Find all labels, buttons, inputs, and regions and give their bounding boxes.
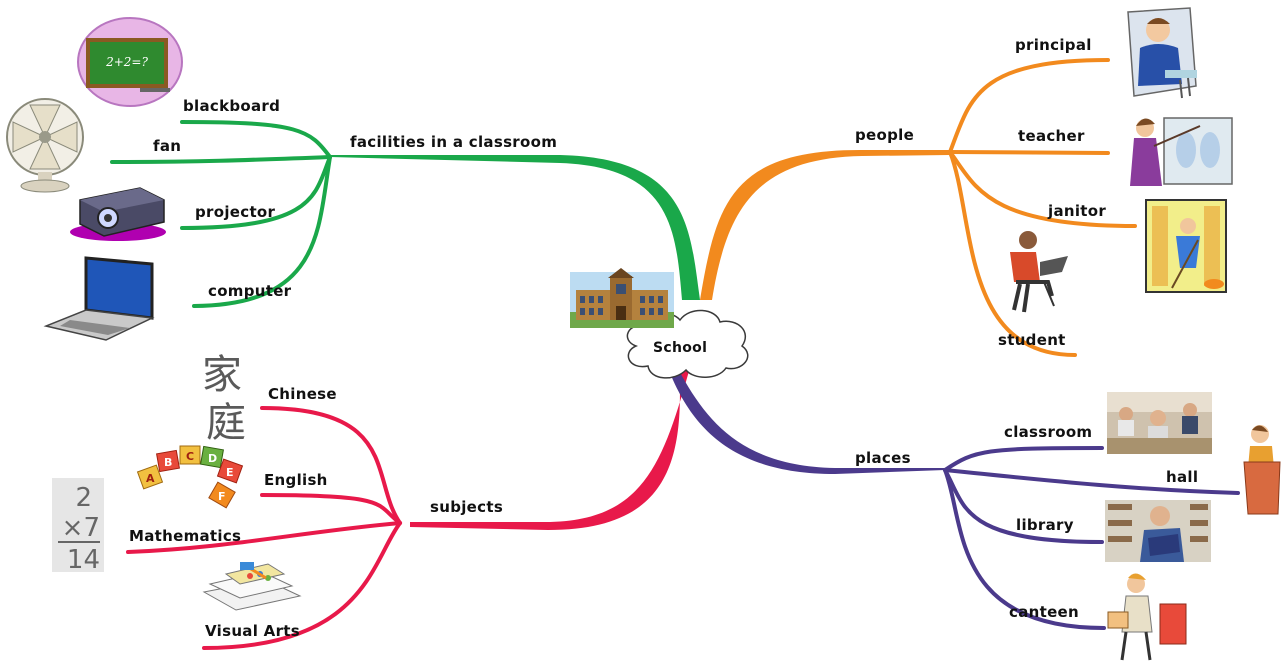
subject-label-chinese: Chinese bbox=[268, 385, 337, 403]
projector-picture bbox=[70, 187, 166, 241]
subjects-sub-branches bbox=[126, 406, 402, 650]
abc-letter-a: A bbox=[146, 472, 155, 485]
blackboard-text: 2+2=? bbox=[105, 55, 148, 69]
facilities-sub-branches bbox=[110, 120, 332, 308]
facility-label-computer: computer bbox=[208, 282, 292, 300]
chinese-characters-picture: 家 庭 bbox=[202, 352, 246, 446]
janitor-picture bbox=[1145, 199, 1227, 293]
people-label-student: student bbox=[998, 331, 1066, 349]
place-label-classroom: classroom bbox=[1004, 423, 1093, 441]
teacher-picture bbox=[1130, 117, 1233, 186]
places-sub-branches bbox=[943, 446, 1240, 630]
place-label-canteen: canteen bbox=[1009, 603, 1079, 621]
chinese-char-1: 家 bbox=[202, 352, 242, 398]
people-label-principal: principal bbox=[1015, 36, 1092, 54]
classroom-photo bbox=[1107, 392, 1212, 454]
people-sub-branches bbox=[948, 58, 1137, 357]
laptop-picture bbox=[43, 256, 155, 341]
subject-label-mathematics: Mathematics bbox=[129, 527, 242, 545]
abc-letter-b: B bbox=[164, 456, 172, 469]
people-label-janitor: janitor bbox=[1048, 202, 1107, 220]
people-label-teacher: teacher bbox=[1018, 127, 1085, 145]
place-label-library: library bbox=[1016, 516, 1074, 534]
facility-label-projector: projector bbox=[195, 203, 276, 221]
principal-picture bbox=[1127, 7, 1197, 99]
math-digit-bottom: 14 bbox=[67, 545, 100, 575]
abc-letter-f: F bbox=[218, 490, 226, 503]
chinese-char-2: 庭 bbox=[206, 400, 246, 446]
branch-label-subjects: subjects bbox=[430, 498, 504, 516]
facility-label-blackboard: blackboard bbox=[183, 97, 281, 115]
math-card-picture: 2 ×7 14 bbox=[52, 478, 104, 575]
student-picture bbox=[1010, 231, 1068, 313]
library-photo bbox=[1105, 500, 1211, 562]
math-digit-top: 2 bbox=[75, 483, 92, 513]
center-label: School bbox=[653, 340, 708, 356]
fan-picture bbox=[6, 98, 84, 193]
visual-arts-picture bbox=[202, 562, 302, 611]
subject-label-visual-arts: Visual Arts bbox=[205, 622, 300, 640]
branch-label-people: people bbox=[855, 126, 915, 144]
branch-label-facilities: facilities in a classroom bbox=[350, 133, 558, 151]
branch-label-places: places bbox=[855, 449, 911, 467]
subject-label-english: English bbox=[264, 471, 328, 489]
hall-podium-picture bbox=[1243, 425, 1281, 515]
school-building-picture bbox=[570, 268, 674, 328]
canteen-picture bbox=[1107, 573, 1187, 661]
blackboard-picture: 2+2=? bbox=[77, 17, 183, 107]
math-digit-mid: ×7 bbox=[62, 513, 100, 543]
place-label-hall: hall bbox=[1166, 468, 1199, 486]
branch-people-main bbox=[700, 150, 950, 300]
branch-places-main bbox=[668, 365, 945, 474]
abc-letter-c: C bbox=[186, 450, 194, 463]
facility-label-fan: fan bbox=[153, 137, 182, 155]
abc-letter-d: D bbox=[208, 452, 217, 465]
abc-letter-e: E bbox=[226, 466, 234, 479]
abc-blocks-picture: A B C D E F bbox=[136, 445, 244, 509]
